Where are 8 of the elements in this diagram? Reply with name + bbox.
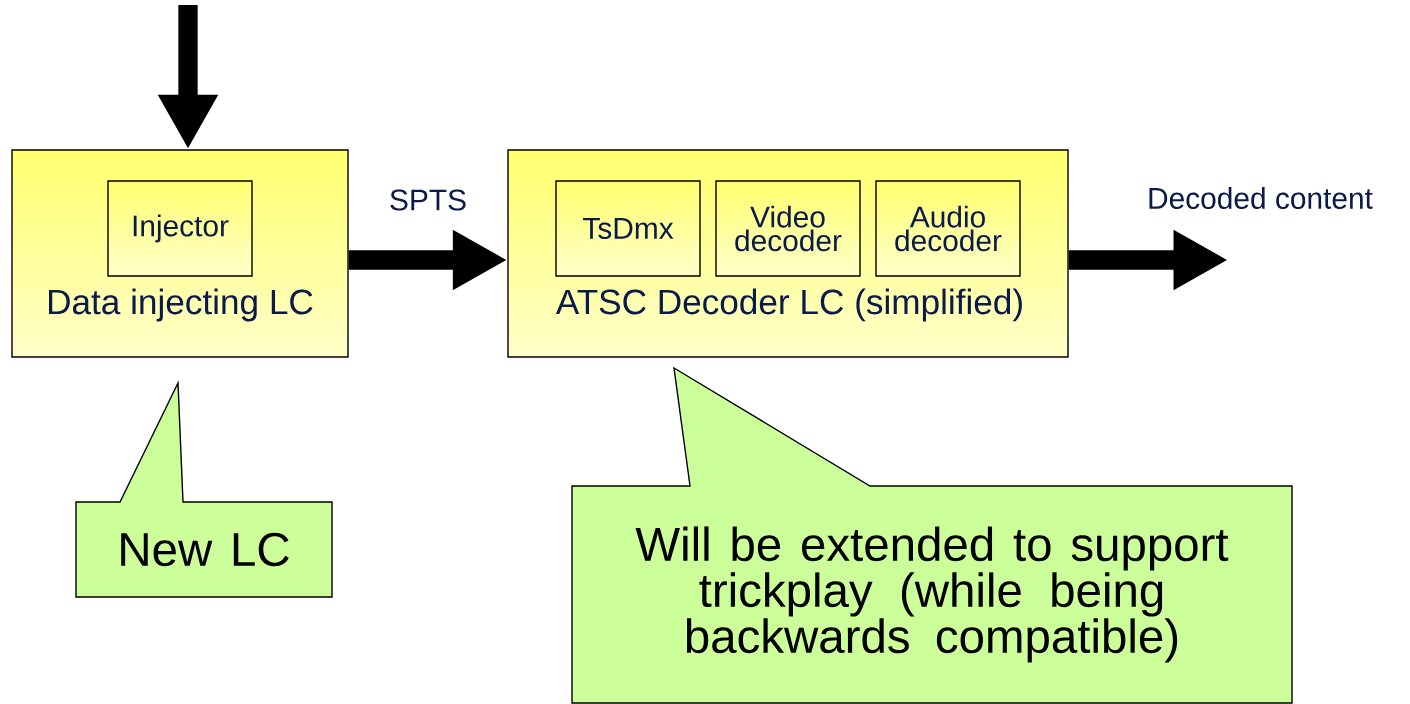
callout-bubble: Will be extended to support trickplay (while being backwards compatible) <box>571 366 1293 704</box>
edge-label: Decoded content <box>1149 187 1373 209</box>
edge-label: SPTS <box>390 189 466 211</box>
module-box: TsDmx <box>555 180 701 277</box>
module-box: Audio decoder <box>875 180 1021 277</box>
module-box: Video decoder <box>715 180 861 277</box>
callout-bubble: New LC <box>75 380 333 598</box>
module-box: Injector <box>107 180 253 277</box>
